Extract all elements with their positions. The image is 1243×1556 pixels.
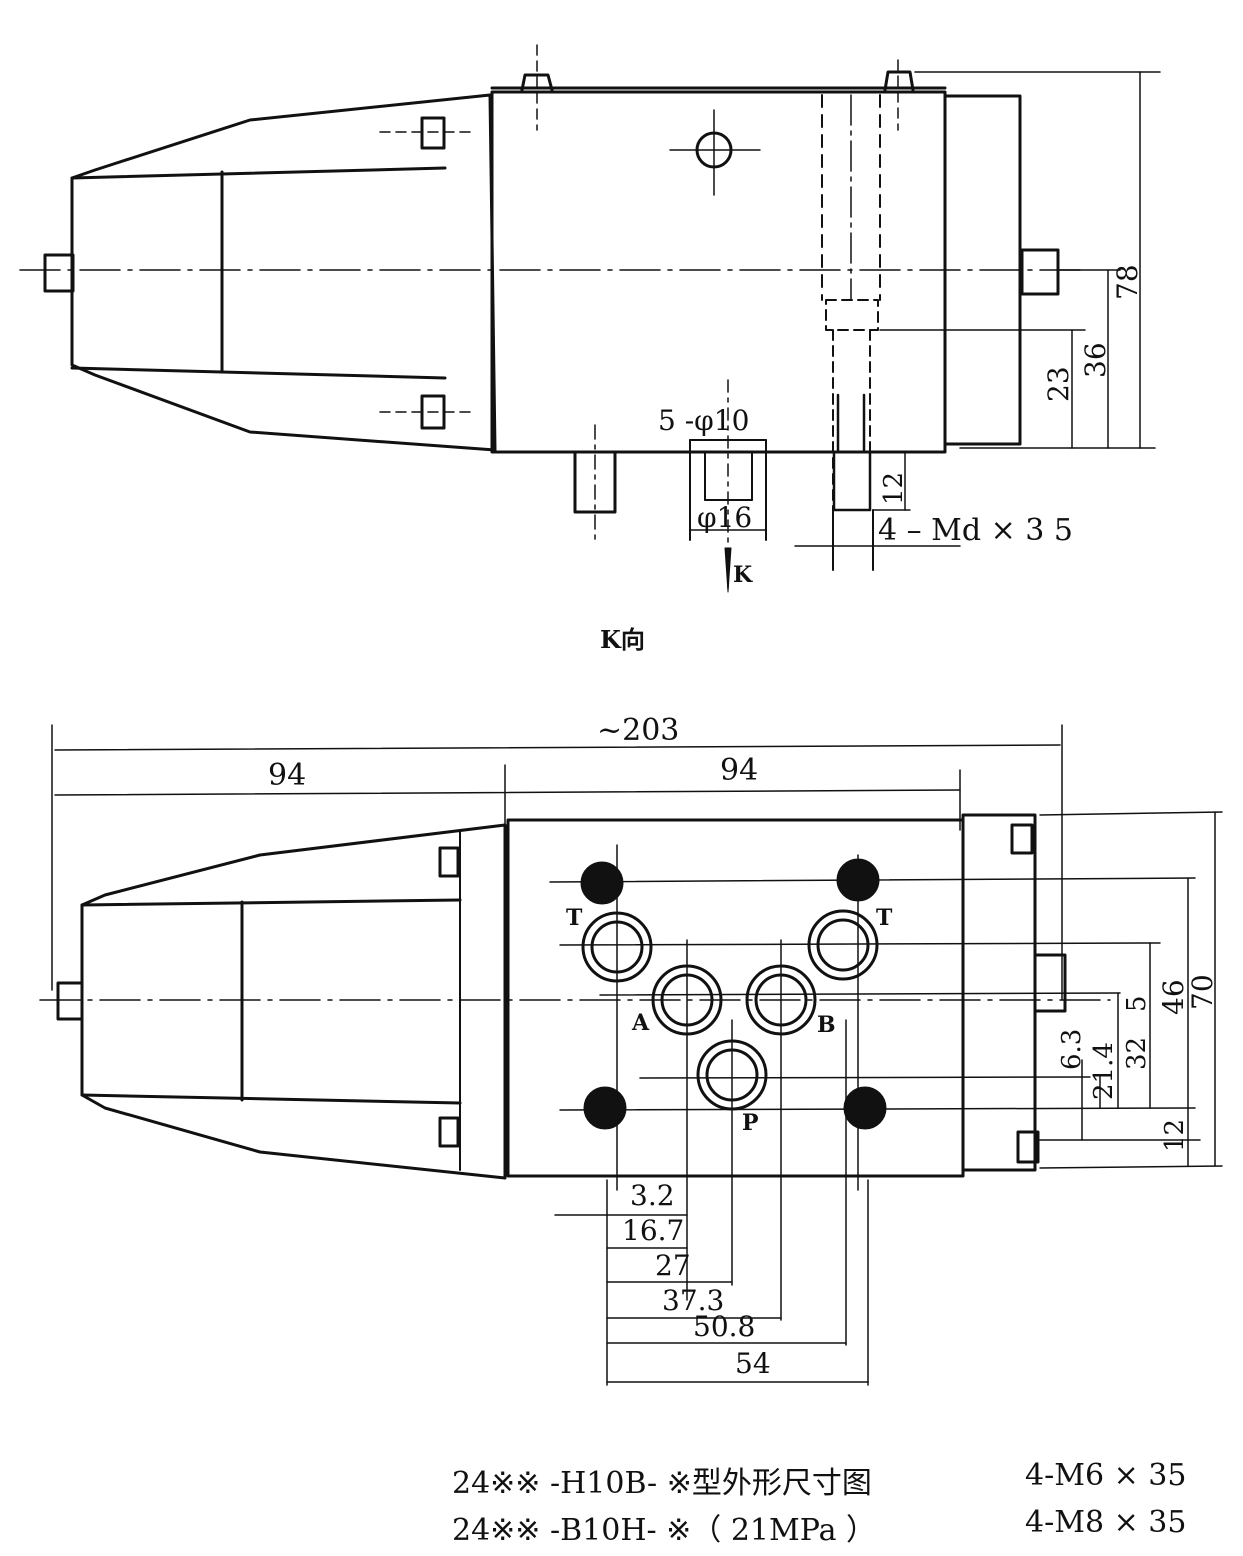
vdim-32: 32 <box>1122 1037 1152 1070</box>
k-screw-hole-top-right <box>836 858 880 902</box>
side-right-cap <box>943 94 1022 446</box>
dim-mid-94: 94 <box>720 753 758 788</box>
dim-left-94: 94 <box>268 758 306 793</box>
side-cap-screw-bottom <box>379 394 471 430</box>
k-port-b <box>745 964 817 1036</box>
vdim-46: 46 <box>1157 979 1190 1015</box>
dim-12: 12 <box>879 472 909 505</box>
hdim-50-8: 50.8 <box>693 1310 755 1343</box>
hdim-54: 54 <box>735 1347 771 1380</box>
hdim-16-7: 16.7 <box>622 1214 684 1247</box>
k-port-t-left <box>581 911 653 983</box>
dim-36: 36 <box>1079 342 1112 378</box>
k-right-dimensions <box>1039 811 1216 1167</box>
port-label-a: A <box>631 1010 650 1036</box>
side-dimension-lines <box>794 71 1161 547</box>
side-cap-screw-top <box>379 116 471 150</box>
side-right-stub <box>1020 248 1060 296</box>
k-top-dimensions <box>51 724 1063 1001</box>
k-arrow-label: K <box>733 562 753 588</box>
side-gauge-hole <box>669 109 761 196</box>
dim-overall-203: ~203 <box>597 713 679 748</box>
side-main-body <box>490 90 947 454</box>
hdim-37-3: 37.3 <box>662 1284 724 1317</box>
caption-screw-1: 4-M6 × 35 <box>1025 1458 1187 1493</box>
hdim-3-2: 3.2 <box>630 1179 675 1212</box>
port-label-p: P <box>742 1110 759 1136</box>
k-view-labels: ~203 94 94 T T A B P 3.2 16.7 27 37.3 50… <box>268 713 1219 1380</box>
side-port-detail <box>689 379 767 593</box>
k-port-a <box>651 964 723 1036</box>
k-right-cap <box>961 813 1037 1172</box>
vdim-12: 12 <box>1160 1119 1190 1152</box>
k-main-body <box>506 818 965 1178</box>
caption-screw-2: 4-M8 × 35 <box>1025 1505 1187 1540</box>
side-left-stub <box>43 253 75 293</box>
dim-23: 23 <box>1042 366 1075 402</box>
k-bottom-dimensions <box>554 1214 869 1383</box>
side-view <box>19 44 1161 593</box>
vdim-6-3: 6.3 <box>1057 1029 1087 1070</box>
k-screw-hole-bottom-right <box>843 1086 887 1130</box>
technical-drawing: 78 36 23 12 5 -φ10 φ16 4 – Md × 3 5 K K向… <box>19 44 1223 1386</box>
k-left-cap-outline <box>80 823 507 1180</box>
dim-78: 78 <box>1111 264 1144 300</box>
k-view <box>39 724 1223 1386</box>
vdim-70: 70 <box>1186 974 1219 1010</box>
caption-model-1: 24※※ -H10B- ※型外形尺寸图 <box>452 1466 872 1501</box>
k-left-stub <box>56 981 84 1021</box>
view-label-k: K向 <box>600 625 645 654</box>
side-bottom-spigot <box>573 424 617 541</box>
port-label-b: B <box>817 1012 836 1038</box>
k-port-p <box>696 1039 768 1111</box>
callout-holes: 5 -φ10 <box>658 404 749 437</box>
callout-thread: 4 – Md × 3 5 <box>878 513 1073 548</box>
port-label-t-left: T <box>566 905 583 931</box>
hdim-27: 27 <box>655 1249 691 1282</box>
vdim-21-4: 21.4 <box>1089 1042 1119 1100</box>
k-port-t-right <box>807 909 879 981</box>
port-label-t-right: T <box>876 905 893 931</box>
caption-model-2: 24※※ -B10H- ※（ 21MPa ） <box>452 1513 876 1548</box>
callout-phi16: φ16 <box>697 501 752 534</box>
k-screw-hole-bottom-left <box>583 1086 627 1130</box>
vdim-5: 5 <box>1122 995 1152 1012</box>
k-screw-hole-top-left <box>580 861 624 905</box>
side-view-labels: 78 36 23 12 5 -φ10 φ16 4 – Md × 3 5 K K向 <box>600 264 1144 654</box>
